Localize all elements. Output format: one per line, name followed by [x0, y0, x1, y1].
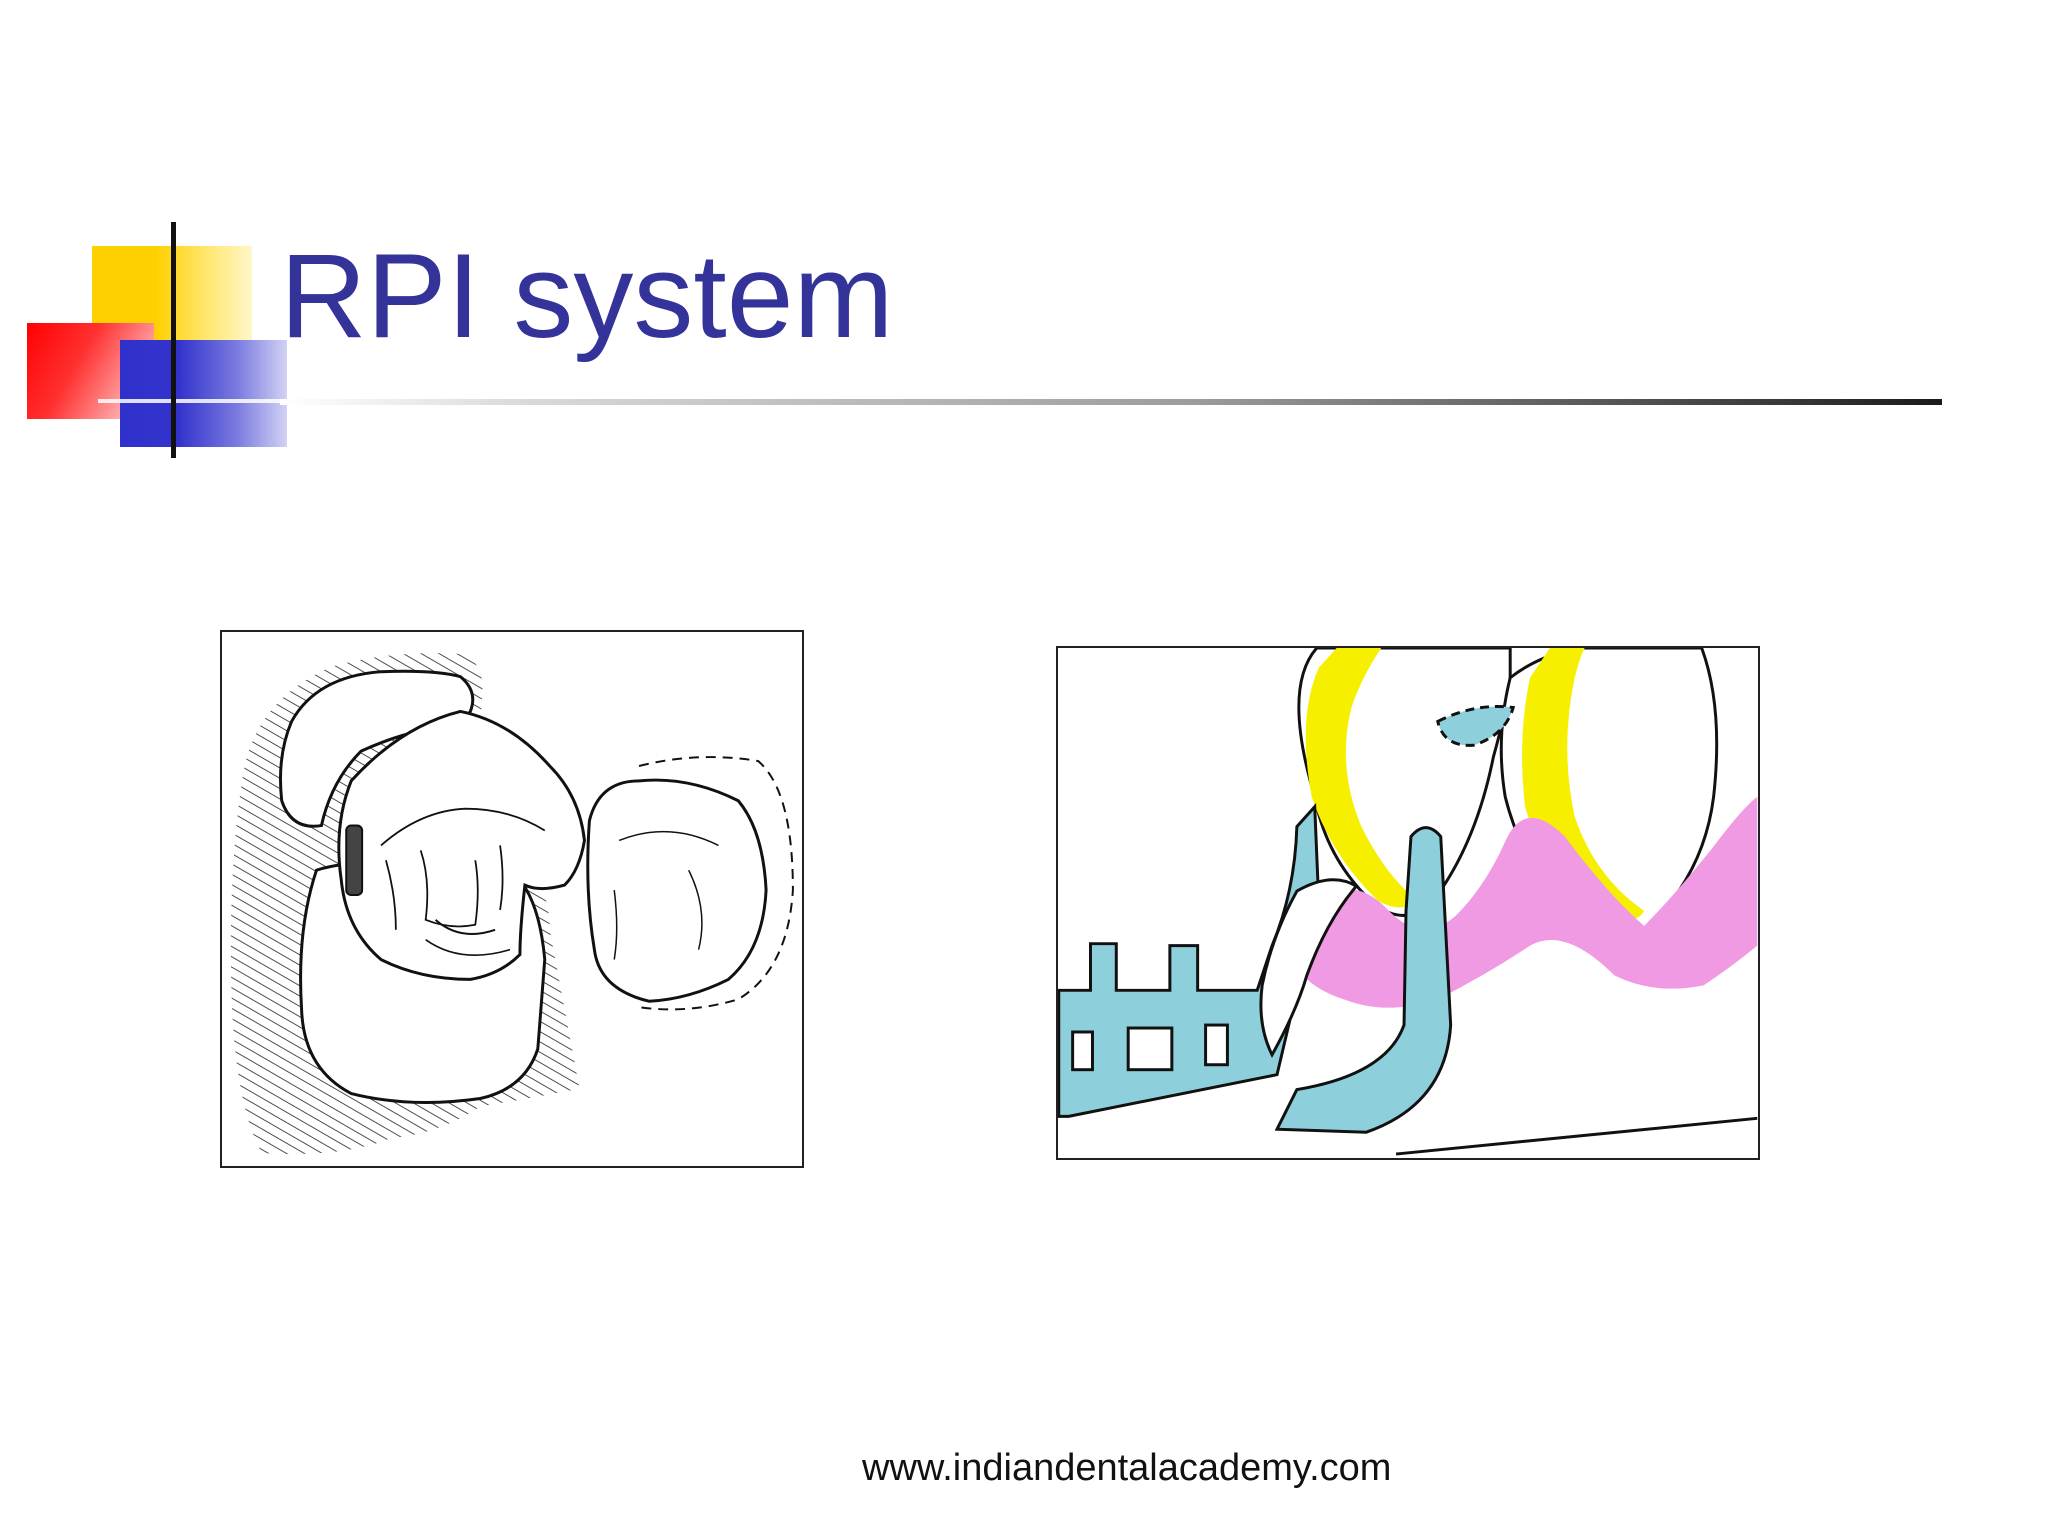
- title-decoration-black-line: [171, 222, 176, 458]
- title-decoration-white-line: [98, 399, 288, 403]
- clasp-assembly-figure: [1056, 646, 1760, 1160]
- clasp-assembly-drawing: [1058, 648, 1758, 1156]
- title-decoration-blue-block: [120, 340, 287, 447]
- footer-url: www.indiandentalacademy.com: [862, 1447, 1392, 1489]
- title-underline-rule: [280, 399, 1942, 405]
- occlusal-view-figure: [220, 630, 804, 1168]
- occlusal-view-drawing: [230, 653, 794, 1155]
- slide-title: RPI system: [280, 229, 894, 363]
